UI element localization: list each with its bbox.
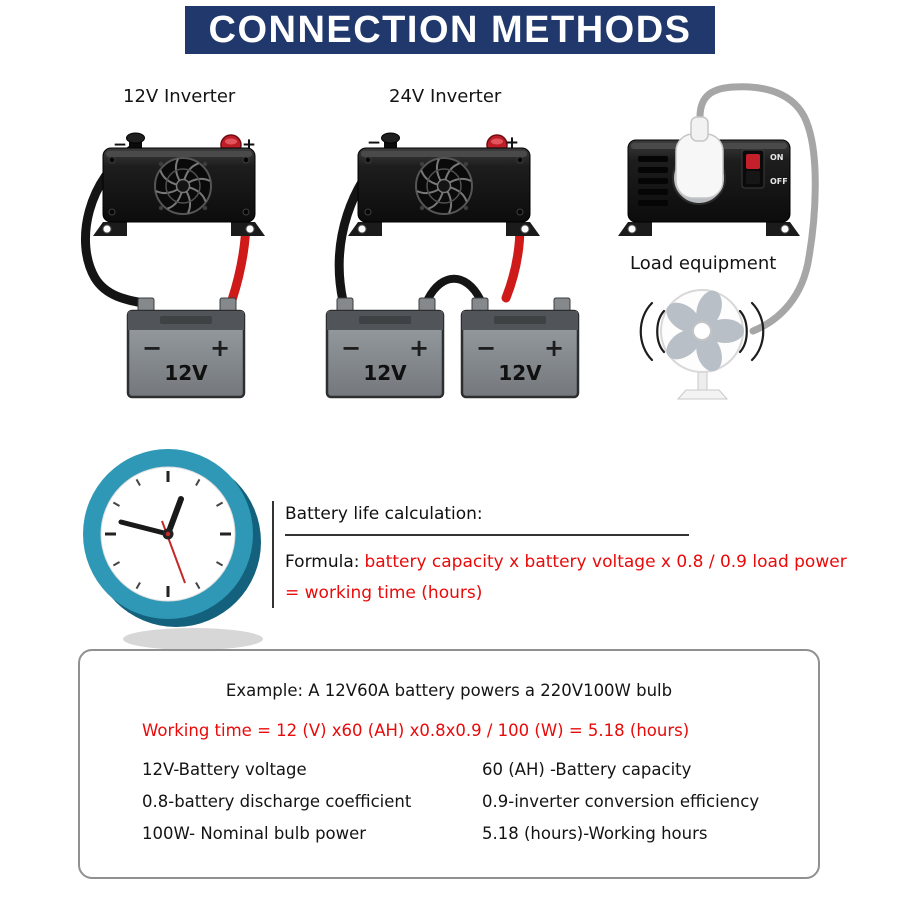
header-banner: CONNECTION METHODS — [185, 6, 715, 54]
fan-icon — [639, 289, 765, 400]
battery-plus-sign: + — [409, 334, 429, 362]
load-cable — [696, 83, 819, 335]
connection-diagram: − + — [80, 83, 819, 400]
battery-plus-sign: + — [544, 334, 564, 362]
battery-life-calculation-block: Battery life calculation: Formula:batter… — [272, 501, 891, 609]
formula-label: Formula: — [285, 552, 360, 572]
battery-3: − + 12V — [460, 297, 580, 399]
power-plug-icon — [675, 133, 724, 199]
example-detail-right: 0.9-inverter conversion efficiency — [482, 792, 760, 811]
switch-on-label: ON — [770, 153, 784, 162]
label-load-equipment: Load equipment — [630, 253, 777, 274]
label-12v-inverter: 12V Inverter — [123, 86, 236, 107]
switch-off-label: OFF — [770, 177, 788, 186]
clock-ticks — [112, 478, 224, 590]
example-details: 12V-Battery voltage 60 (AH) -Battery cap… — [142, 760, 818, 843]
vent-slots — [638, 156, 668, 206]
example-detail-left: 100W- Nominal bulb power — [142, 824, 367, 843]
example-detail-right: 60 (AH) -Battery capacity — [482, 760, 692, 779]
battery-plus-sign: + — [210, 334, 230, 362]
example-detail-left: 12V-Battery voltage — [142, 760, 307, 779]
battery-minus-sign: − — [142, 334, 162, 362]
label-24v-inverter: 24V Inverter — [389, 86, 502, 107]
inverter-24v-graphic: − + — [348, 132, 540, 236]
example-title: Example: A 12V60A battery powers a 220V1… — [225, 681, 673, 700]
battery-minus-sign: − — [476, 334, 496, 362]
example-detail-right: 5.18 (hours)-Working hours — [482, 824, 708, 843]
example-detail-left: 0.8-battery discharge coefficient — [142, 792, 412, 811]
battery-minus-sign: − — [341, 334, 361, 362]
battery-1: − + 12V — [126, 297, 246, 399]
battery-voltage-label: 12V — [164, 361, 208, 385]
minute-hand — [118, 519, 171, 537]
inverter-outlet-graphic: ON OFF — [618, 116, 800, 236]
battery-voltage-label: 12V — [363, 361, 407, 385]
clock-quarter-ticks — [105, 471, 231, 597]
battery-life-formula: Formula:battery capacity x battery volta… — [285, 536, 891, 608]
power-switch: ON OFF — [741, 149, 788, 189]
example-box: Example: A 12V60A battery powers a 220V1… — [78, 649, 820, 879]
battery-voltage-label: 12V — [498, 361, 542, 385]
example-working-time: Working time = 12 (V) x60 (AH) x0.8x0.9 … — [142, 721, 690, 740]
battery-life-heading: Battery life calculation: — [285, 501, 689, 536]
battery-2: − + 12V — [325, 297, 445, 399]
formula-text-line2: = working time (hours) — [285, 582, 483, 603]
sound-waves — [639, 301, 765, 362]
inverter-12v-graphic: − + — [93, 132, 265, 236]
hour-hand — [165, 496, 184, 537]
clock-illustration — [83, 449, 263, 650]
formula-text: battery capacity x battery voltage x 0.8… — [364, 552, 847, 572]
page-title: CONNECTION METHODS — [208, 8, 692, 51]
